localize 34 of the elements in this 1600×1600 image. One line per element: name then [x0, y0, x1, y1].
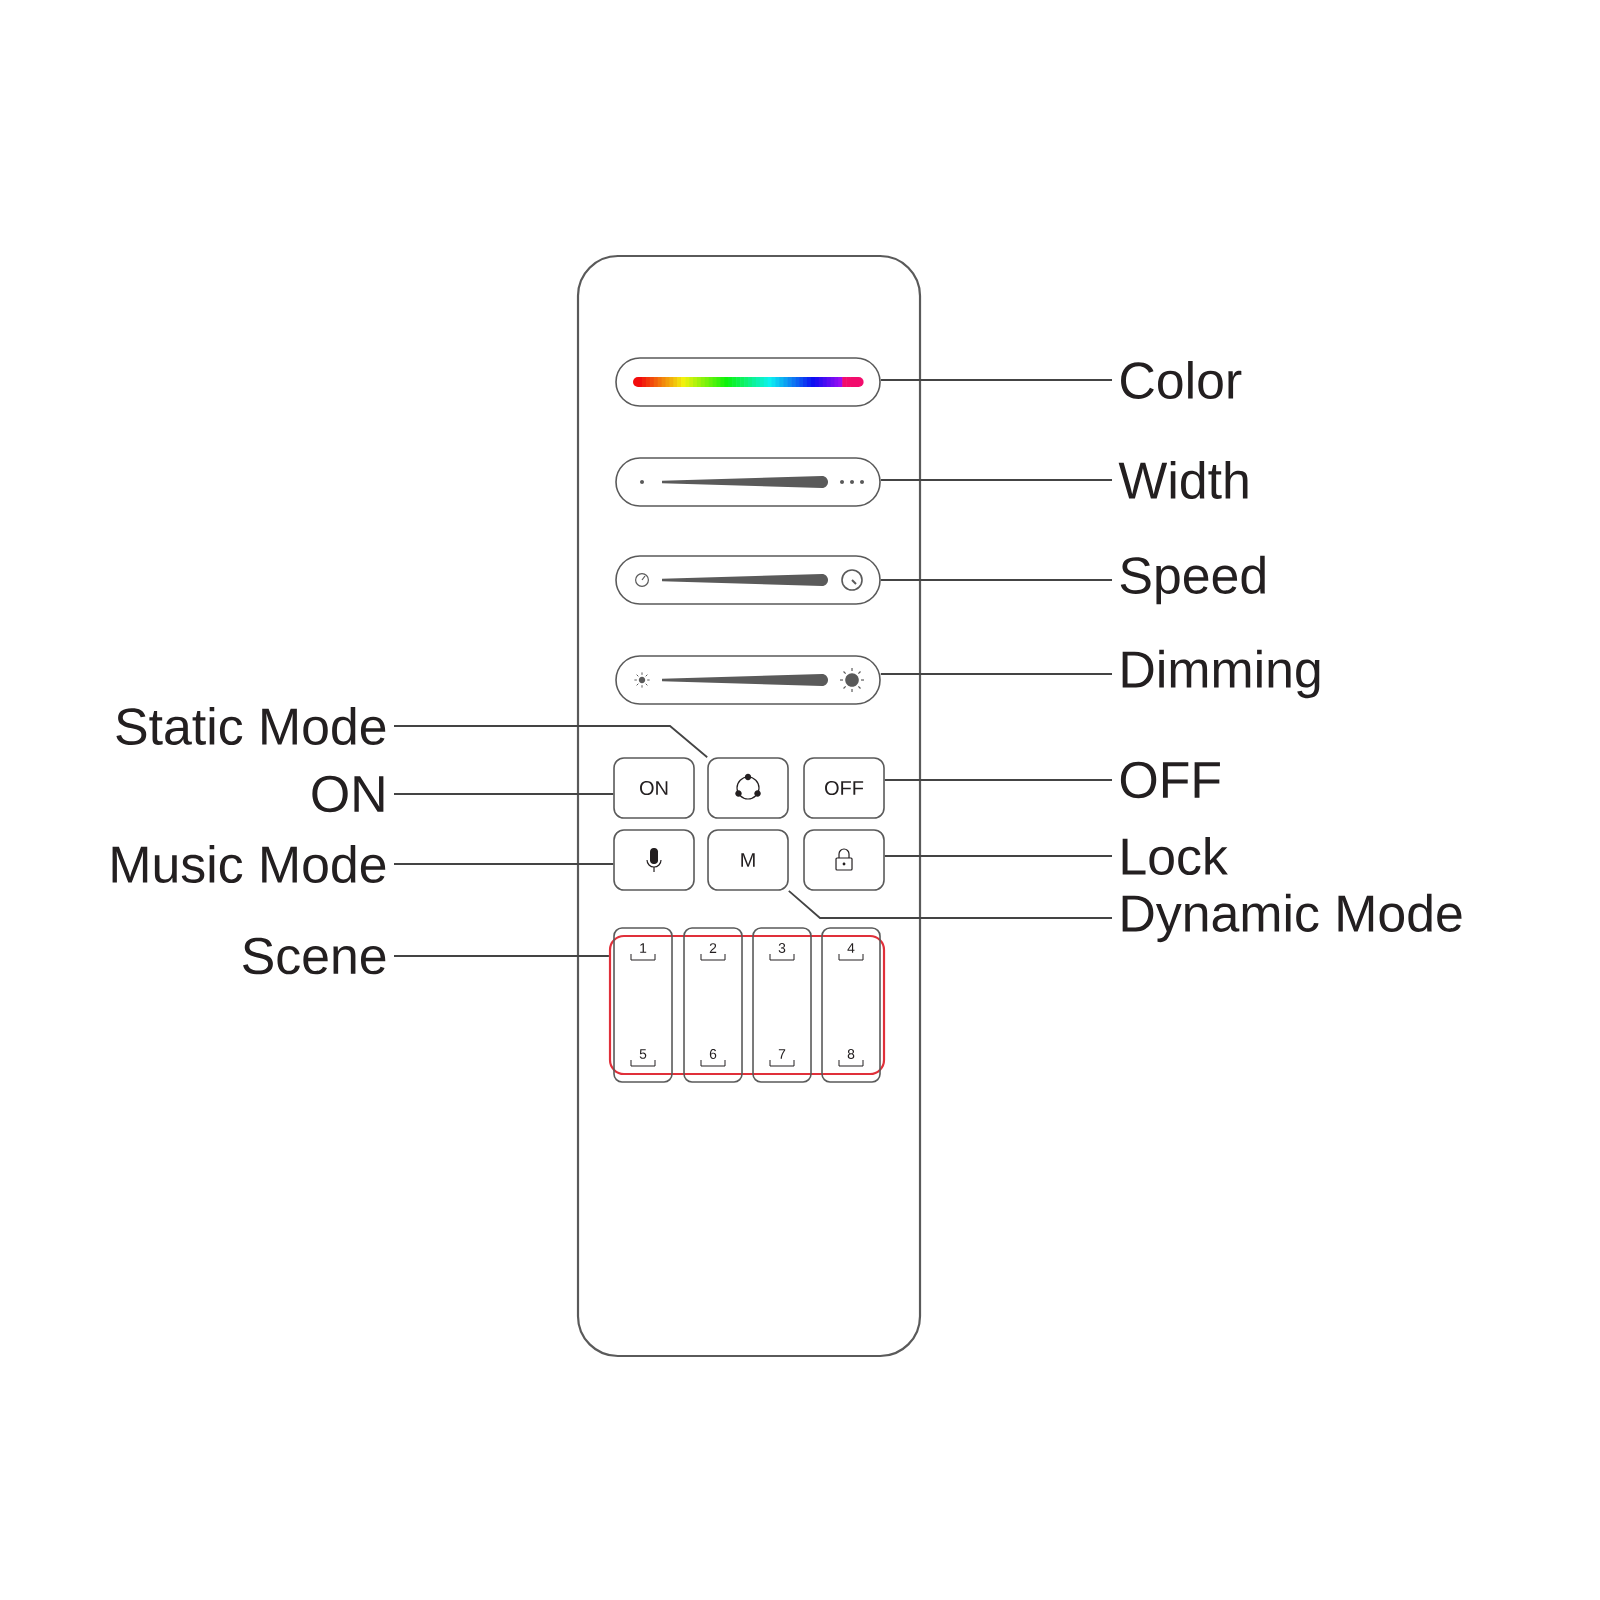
- off-button: OFF: [803, 757, 885, 819]
- on-button: ON: [613, 757, 695, 819]
- microphone-button: [613, 829, 695, 891]
- leader-line: [393, 725, 709, 759]
- leader-line: [393, 793, 615, 795]
- callout-label: Dynamic Mode: [1122, 893, 1462, 943]
- speed-slider: [615, 555, 881, 605]
- callout-label: Static Mode: [116, 707, 386, 746]
- callout-label: Width: [1118, 461, 1248, 499]
- leader-line: [879, 579, 1113, 581]
- leader-line: [879, 479, 1113, 481]
- m-button: M: [707, 829, 789, 891]
- width-slider: [615, 457, 881, 507]
- dimming-slider: [615, 655, 881, 705]
- static-mode-button: [707, 757, 789, 819]
- callout-label: Scene: [243, 937, 386, 975]
- callout-label: Dimming: [1122, 649, 1320, 699]
- leader-line: [393, 955, 610, 957]
- callout-label: Music Mode: [112, 845, 386, 884]
- callout-label: ON: [312, 775, 384, 813]
- leader-line: [787, 889, 1113, 919]
- leader-line: [883, 855, 1113, 857]
- leader-line: [879, 379, 1113, 381]
- callout-label: Speed: [1120, 555, 1265, 605]
- color-slider: [615, 357, 881, 407]
- callout-label: Lock: [1122, 837, 1228, 876]
- callout-label: Color: [1121, 361, 1242, 399]
- leader-line: [883, 779, 1113, 781]
- remote-body: [576, 254, 922, 1358]
- leader-line: [879, 673, 1113, 675]
- lock-button: [803, 829, 885, 891]
- highlight-box: [608, 934, 886, 1076]
- callout-label: OFF: [1120, 761, 1220, 799]
- leader-line: [393, 863, 615, 865]
